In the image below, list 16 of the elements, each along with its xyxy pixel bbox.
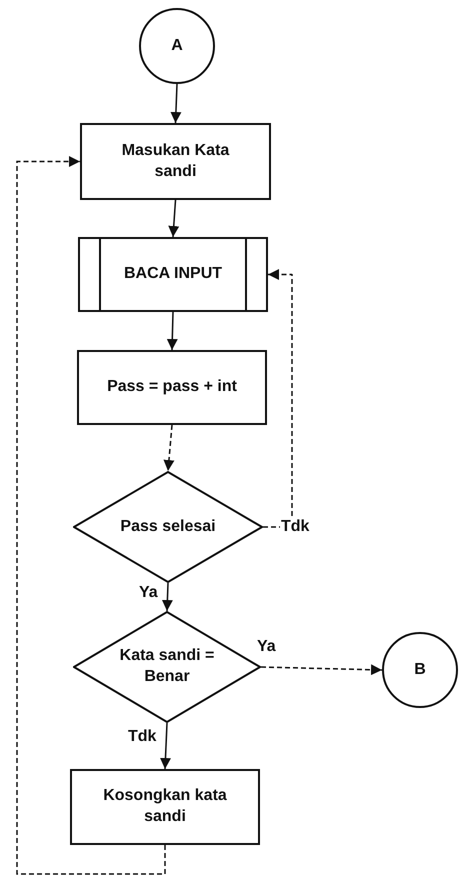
arrow bbox=[260, 664, 382, 676]
arrow bbox=[263, 269, 293, 528]
process-box: Kosongkan kata sandi bbox=[70, 769, 260, 845]
arrow bbox=[162, 582, 173, 612]
predefined-process-box: BACA INPUT bbox=[78, 237, 268, 312]
arrow bbox=[168, 200, 180, 238]
connector-circle: A bbox=[139, 8, 215, 84]
connector-circle: B bbox=[382, 632, 458, 708]
process-box: Pass = pass + int bbox=[77, 350, 267, 425]
process-box: Masukan Kata sandi bbox=[80, 123, 271, 200]
arrow bbox=[160, 722, 171, 770]
arrow bbox=[16, 156, 166, 875]
arrow bbox=[170, 84, 182, 124]
arrow bbox=[166, 312, 178, 350]
arrow bbox=[163, 424, 174, 472]
decision-diamond: Pass selesai bbox=[73, 471, 263, 583]
